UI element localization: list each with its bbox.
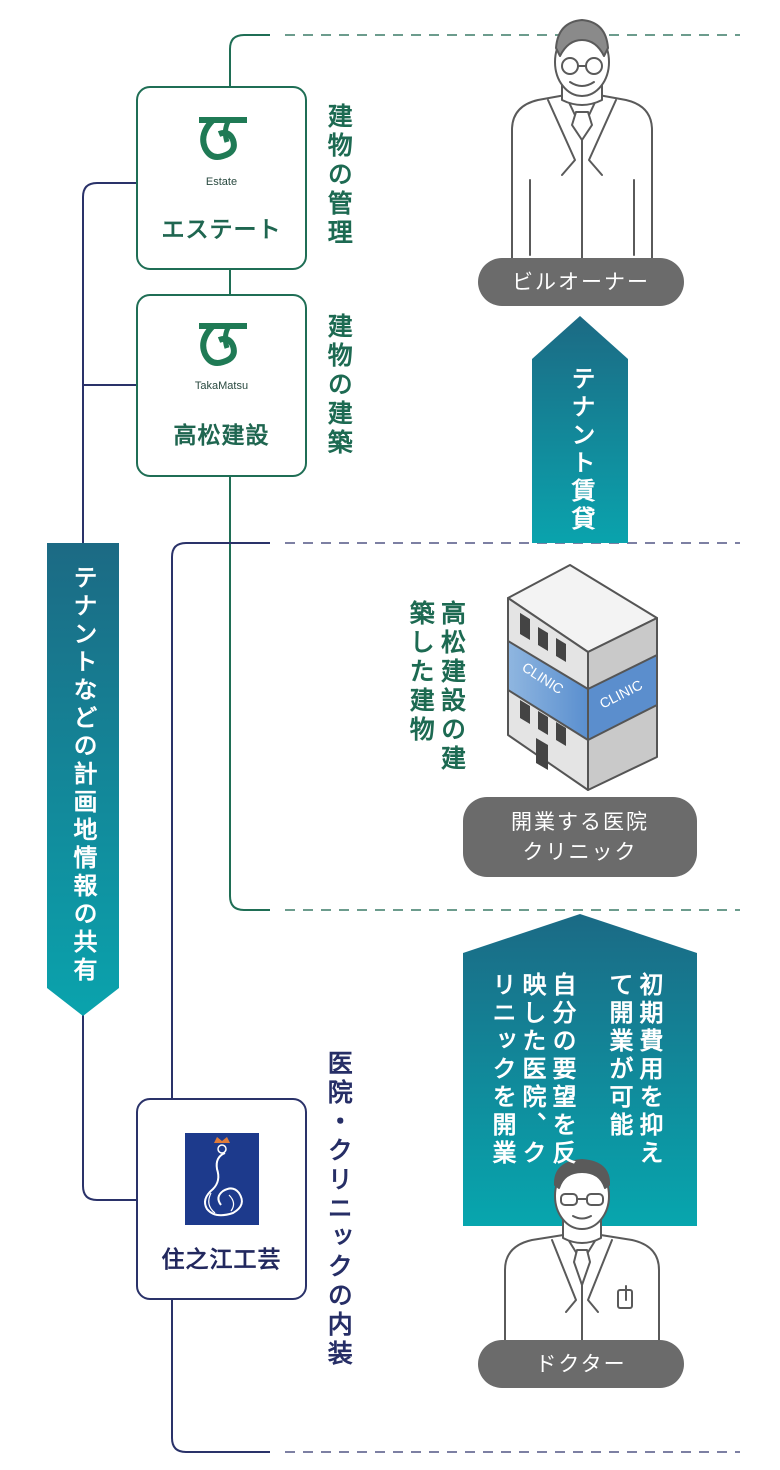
shared-info-arrow [47,543,119,1016]
building-caption: 高松建設の建築した建物 [406,600,467,774]
building-windows [520,616,566,770]
building-owner-label: ビルオーナー [512,270,650,294]
doctor-benefit-1: 初期費用を抑えて開業が可能 [605,972,663,1168]
building-owner-pill: ビルオーナー [478,258,684,306]
takamatsu-role-label: 建物の建築 [324,313,354,458]
suminoe-box: 住之江工芸 [136,1098,307,1300]
tenant-lease-label: テナント賃貸 [567,366,595,534]
takamatsu-box: TakaMatsu 高松建設 [136,294,307,477]
doctor-illustration [504,1159,660,1356]
takamatsu-logo-icon [199,323,247,366]
building-owner-illustration [511,19,653,271]
estate-role-label: 建物の管理 [324,103,354,248]
connector-suminoe [171,542,270,1098]
connector-suminoe-doctor [171,1300,270,1453]
takamatsu-logo-caption: TakaMatsu [194,380,249,392]
doctor-benefit-arrow [463,914,697,1226]
doctor-label: ドクター [535,1352,627,1376]
estate-name: エステート [161,217,282,243]
suminoe-name: 住之江工芸 [161,1247,282,1273]
clinic-line-1: 開業する医院 [511,810,649,834]
connector-takamatsu-clinic [229,476,270,911]
clinic-pill: 開業する医院 クリニック [463,797,697,877]
estate-box: Estate エステート [136,86,307,270]
shared-info-label: テナントなどの計画地情報の共有 [69,565,97,985]
doctor-benefit-2: 自分の要望を反映した医院、クリニックを開業 [488,972,576,1168]
takamatsu-name: 高松建設 [173,423,270,449]
connector-estate [229,34,270,88]
swan-logo-icon [185,1133,259,1225]
tenant-lease-arrow [532,316,628,543]
clinic-line-2: クリニック [522,840,638,864]
doctor-pill: ドクター [478,1340,684,1388]
suminoe-role-label: 医院・クリニックの内装 [324,1050,354,1369]
estate-logo-caption: Estate [205,176,238,188]
estate-logo-icon [199,117,247,160]
clinic-building-illustration [507,564,658,791]
